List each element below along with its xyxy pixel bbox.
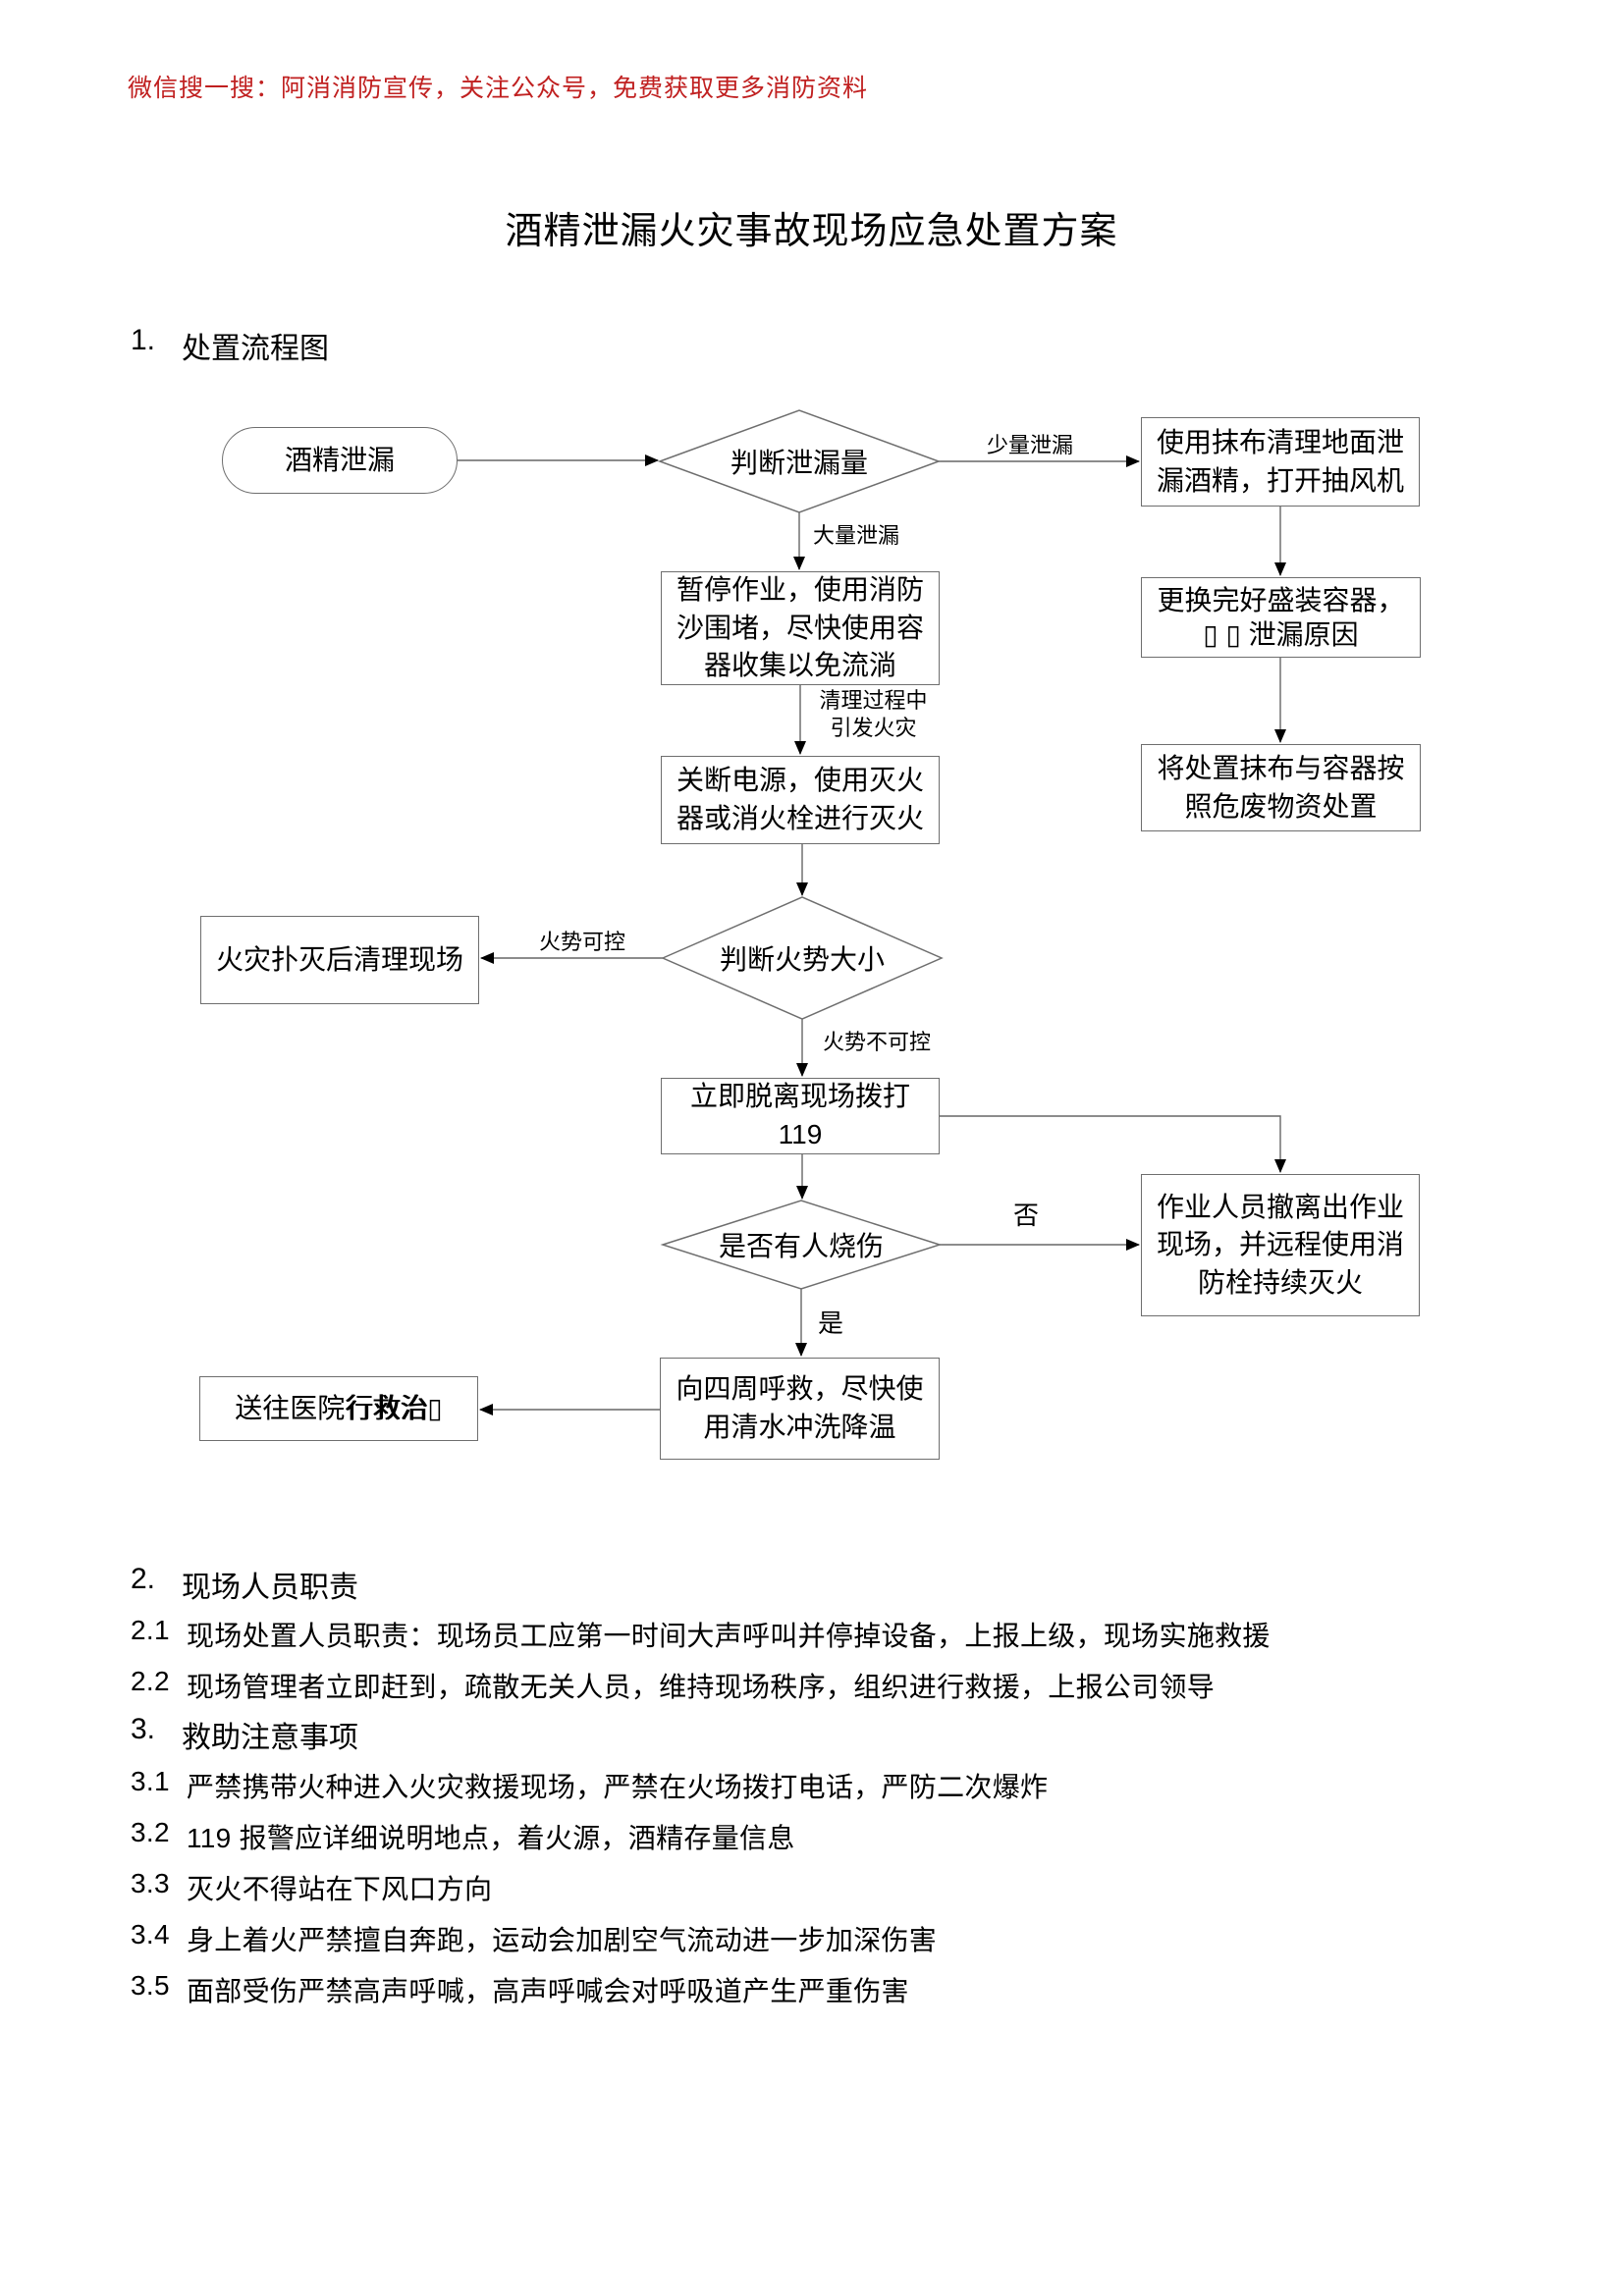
node-judge-leak-label: 判断泄漏量 bbox=[730, 448, 868, 478]
list-item-2-2: 2.2 现场管理者立即赶到，疏散无关人员，维持现场秩序，组织进行救援，上报公司领… bbox=[131, 1666, 1215, 1705]
section2-heading: 2. 现场人员职责 bbox=[131, 1563, 358, 1606]
item-text: 现场管理者立即赶到，疏散无关人员，维持现场秩序，组织进行救援，上报公司领导 bbox=[187, 1672, 1216, 1702]
list-item-3-5: 3.5 面部受伤严禁高声呼喊，高声呼喊会对呼吸道产生严重伤害 bbox=[131, 1970, 909, 2009]
diamond-judge-leak-shape bbox=[657, 409, 942, 513]
node-dispose: 将处置抹布与容器按照危废物资处置 bbox=[1141, 744, 1421, 831]
diamond-judge-fire-shape bbox=[661, 896, 944, 1020]
item-number: 3.1 bbox=[131, 1766, 170, 1796]
item-text: 面部受伤严禁高声呼喊，高声呼喊会对呼吸道产生严重伤害 bbox=[187, 1976, 909, 2006]
item-number: 3.2 bbox=[131, 1817, 170, 1847]
list-item-3-4: 3.4 身上着火严禁擅自奔跑，运动会加剧空气流动进一步加深伤害 bbox=[131, 1919, 937, 1958]
edge-label-fire-during-line1: 清理过程中 bbox=[819, 688, 928, 713]
node-rinse: 向四周呼救，尽快使用清水冲洗降温 bbox=[660, 1358, 940, 1460]
node-hospital-garbled: 行救治 bbox=[345, 1392, 428, 1423]
section2-number: 2. bbox=[131, 1563, 156, 1595]
item-text: 119 报警应详细说明地点，着火源，酒精存量信息 bbox=[187, 1823, 795, 1853]
list-item-3-2: 3.2 119 报警应详细说明地点，着火源，酒精存量信息 bbox=[131, 1817, 795, 1856]
wechat-promo-line: 微信搜一搜：阿消消防宣传，关注公众号，免费获取更多消防资料 bbox=[128, 76, 869, 102]
node-replace-text: 更换完好盛装容器， ▯ ▯ 泄漏原因 bbox=[1157, 583, 1404, 652]
edge-label-minor-leak: 少量泄漏 bbox=[987, 433, 1074, 457]
item-text: 严禁携带火种进入火灾救援现场，严禁在火场拨打电话，严防二次爆炸 bbox=[187, 1772, 1049, 1802]
section3-heading: 3. 救助注意事项 bbox=[131, 1713, 358, 1756]
edge-label-uncontrollable: 火势不可控 bbox=[823, 1030, 932, 1054]
node-replace: 更换完好盛装容器， ▯ ▯ 泄漏原因 bbox=[1141, 577, 1421, 658]
node-cutoff: 关断电源，使用灭火器或消火栓进行灭火 bbox=[661, 756, 940, 844]
node-judge-burn-label: 是否有人烧伤 bbox=[718, 1231, 884, 1261]
item-number: 3.4 bbox=[131, 1919, 170, 1949]
diamond-judge-burn-shape bbox=[660, 1200, 943, 1290]
node-wipe: 使用抹布清理地面泄漏酒精，打开抽风机 bbox=[1141, 417, 1420, 507]
node-hospital: 送往医院行救治▯ bbox=[199, 1376, 478, 1441]
edge-label-yes: 是 bbox=[818, 1308, 844, 1338]
item-number: 2.1 bbox=[131, 1615, 170, 1645]
node-cleanup: 火灾扑灭后清理现场 bbox=[200, 916, 479, 1004]
node-hospital-tofu: ▯ bbox=[427, 1392, 443, 1423]
node-replace-line1: 更换完好盛装容器， bbox=[1157, 585, 1405, 615]
section1-heading: 1. 处置流程图 bbox=[131, 324, 329, 367]
item-number: 2.2 bbox=[131, 1666, 170, 1696]
list-item-2-1: 2.1 现场处置人员职责：现场员工应第一时间大声呼叫并停掉设备，上报上级，现场实… bbox=[131, 1615, 1271, 1654]
node-judge-fire-label: 判断火势大小 bbox=[719, 944, 885, 975]
node-evacuate: 作业人员撤离出作业现场，并远程使用消防栓持续灭火 bbox=[1141, 1174, 1420, 1316]
edge-label-no: 否 bbox=[1013, 1201, 1040, 1230]
node-escape: 立即脱离现场拨打119 bbox=[661, 1078, 940, 1154]
page-title: 酒精泄漏火灾事故现场应急处置方案 bbox=[505, 211, 1118, 252]
section3-number: 3. bbox=[131, 1713, 156, 1745]
section1-number: 1. bbox=[131, 324, 156, 356]
node-start: 酒精泄漏 bbox=[222, 427, 458, 494]
item-text: 现场处置人员职责：现场员工应第一时间大声呼叫并停掉设备，上报上级，现场实施救援 bbox=[187, 1621, 1271, 1651]
section2-title: 现场人员职责 bbox=[182, 1572, 358, 1604]
node-pause: 暂停作业，使用消防沙围堵，尽快使用容器收集以免流淌 bbox=[661, 571, 940, 685]
node-replace-line2: ▯ ▯ 泄漏原因 bbox=[1203, 619, 1359, 650]
list-item-3-1: 3.1 严禁携带火种进入火灾救援现场，严禁在火场拨打电话，严防二次爆炸 bbox=[131, 1766, 1048, 1805]
item-number: 3.5 bbox=[131, 1970, 170, 2001]
section1-title: 处置流程图 bbox=[182, 333, 329, 365]
section3-title: 救助注意事项 bbox=[182, 1722, 358, 1754]
edge-label-fire-during-line2: 引发火灾 bbox=[830, 715, 917, 740]
edge-label-controllable: 火势可控 bbox=[539, 930, 626, 954]
edge-escape-to-evacuate bbox=[940, 1115, 1286, 1173]
flowchart-connectors bbox=[458, 409, 1286, 1415]
item-number: 3.3 bbox=[131, 1868, 170, 1898]
item-text: 身上着火严禁擅自奔跑，运动会加剧空气流动进一步加深伤害 bbox=[187, 1925, 938, 1955]
list-item-3-3: 3.3 灭火不得站在下风口方向 bbox=[131, 1868, 492, 1907]
item-text: 灭火不得站在下风口方向 bbox=[187, 1874, 493, 1904]
edge-label-fire-during: 清理过程中 引发火灾 bbox=[807, 687, 940, 741]
node-hospital-pre: 送往医院 bbox=[235, 1392, 346, 1423]
edge-label-major-leak: 大量泄漏 bbox=[813, 523, 900, 548]
